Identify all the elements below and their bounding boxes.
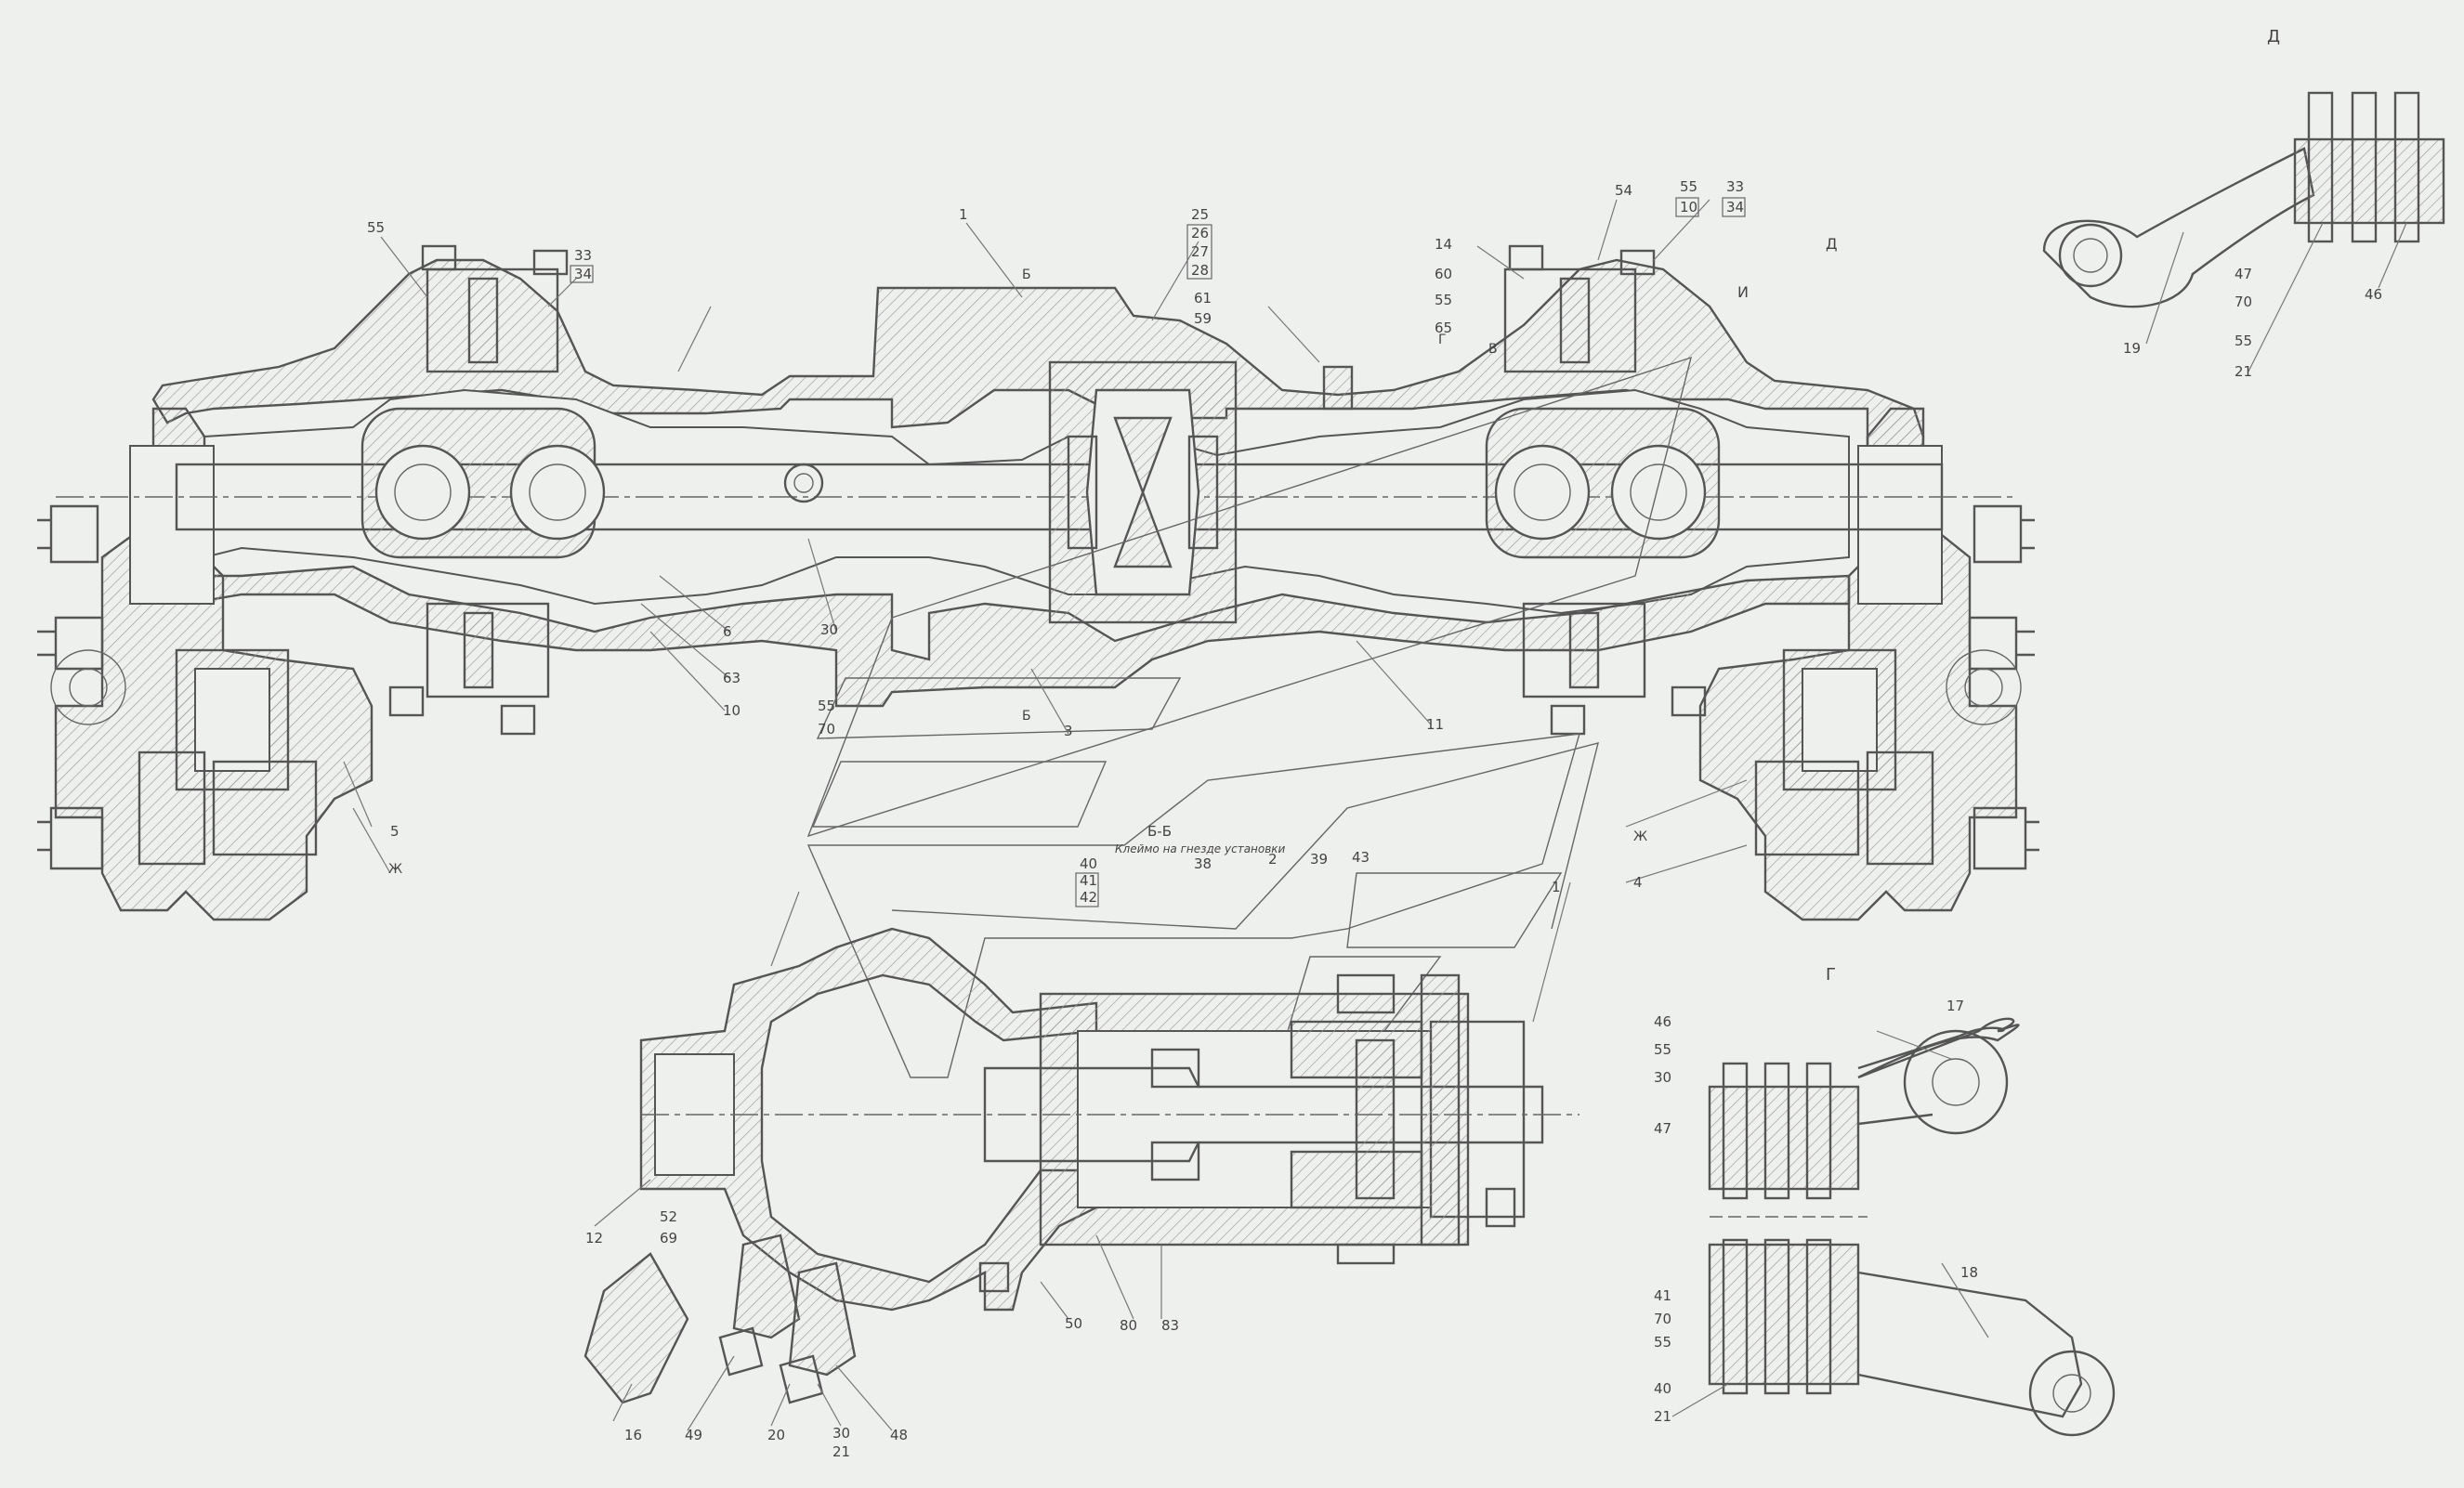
callout-b-top: Б [1022,268,1031,282]
differential [1048,360,1238,624]
callout-70-b: 70 [2235,294,2252,310]
callout-46-b: 46 [1654,1013,1671,1030]
callout-b-bottom: Б [1022,709,1031,724]
callout-40-a: 40 [1080,855,1097,872]
callout-16: 16 [624,1427,642,1443]
callout-41-a: 41 [1080,872,1097,889]
final-drive-section [583,927,1579,1404]
callout-3: 3 [1064,723,1073,739]
callout-1: 1 [959,206,968,223]
callout-39: 39 [1310,851,1328,868]
callout-48: 48 [890,1427,908,1443]
callout-55-e: 55 [2235,333,2252,349]
callout-21-a: 21 [2235,363,2252,380]
callout-labels: Д Д Г Б-Б Клеймо на гнезде установки И Ж… [367,27,2382,1460]
callout-60: 60 [1435,266,1452,282]
callout-80: 80 [1120,1317,1137,1334]
callout-2: 2 [1268,851,1278,868]
section-b-b-title: Б-Б [1147,823,1172,840]
callout-11: 11 [1426,716,1444,733]
callout-g: Г [1438,333,1447,347]
callout-33-b: 33 [1726,178,1744,195]
callout-33-a: 33 [574,247,592,264]
universal-joint-right [1485,407,1721,559]
callout-zh-right: Ж [1633,829,1647,844]
view-g-title: Г [1826,965,1836,985]
callout-20: 20 [767,1427,785,1443]
callout-41-b: 41 [1654,1287,1671,1304]
callout-4: 4 [1633,874,1643,891]
callout-10: 10 [1680,199,1697,215]
callout-50: 50 [1065,1315,1082,1332]
section-b-b [806,356,1692,1078]
callout-70-c: 70 [1654,1311,1671,1327]
callout-54: 54 [1615,182,1632,199]
universal-joint-left [360,407,606,559]
view-g-detail [1708,1017,2116,1437]
callout-26: 26 [1191,225,1209,241]
callout-47-a: 47 [2235,266,2252,282]
callout-27: 27 [1191,243,1209,260]
callout-47-b: 47 [1654,1120,1671,1137]
callout-14: 14 [1435,236,1452,253]
view-d-marker: Д [1826,235,1838,253]
callout-28: 28 [1191,262,1209,279]
callout-52: 52 [660,1208,677,1225]
callout-61: 61 [1194,290,1212,307]
callout-6: 6 [723,623,732,640]
callout-70-a: 70 [818,721,835,737]
callout-zh-left: Ж [388,862,402,877]
callout-1-b: 1 [1552,879,1561,895]
callout-i: И [1737,283,1749,301]
callout-42: 42 [1080,889,1097,906]
callout-83: 83 [1161,1317,1179,1334]
callout-12: 12 [585,1230,603,1247]
callout-55-f: 55 [1654,1041,1671,1058]
callout-55-a: 55 [367,219,385,236]
callout-49: 49 [685,1427,702,1443]
callout-5: 5 [390,823,400,840]
callout-17: 17 [1946,998,1964,1014]
callout-25: 25 [1191,206,1209,223]
callout-40-b: 40 [1654,1380,1671,1397]
callout-30-b: 30 [1654,1069,1671,1086]
view-d-title: Д [2267,27,2280,46]
callout-30-c: 30 [832,1425,850,1442]
callout-10-b: 10 [723,702,741,719]
callout-19: 19 [2123,340,2141,357]
callout-46-a: 46 [2365,286,2382,303]
callout-21-c: 21 [832,1443,850,1460]
callout-30-a: 30 [820,621,838,638]
callout-38: 38 [1194,855,1212,872]
callout-18: 18 [1960,1264,1978,1281]
callout-59: 59 [1194,310,1212,327]
leader-lines [343,199,2407,1431]
callout-63: 63 [723,670,741,686]
callout-55-b: 55 [1680,178,1697,195]
callout-43: 43 [1352,849,1370,866]
callout-69: 69 [660,1230,677,1247]
callout-55-g: 55 [1654,1334,1671,1351]
callout-21-b: 21 [1654,1408,1671,1425]
view-d-detail [2042,91,2445,308]
callout-55-d: 55 [818,698,835,714]
callout-34-b: 34 [1726,199,1744,215]
callout-65: 65 [1435,320,1452,336]
axle-housing-section [37,244,2039,921]
callout-v: В [1488,342,1498,357]
section-b-b-note: Клеймо на гнезде установки [1115,842,1286,855]
callout-34-a: 34 [574,266,592,282]
callout-55-c: 55 [1435,292,1452,308]
